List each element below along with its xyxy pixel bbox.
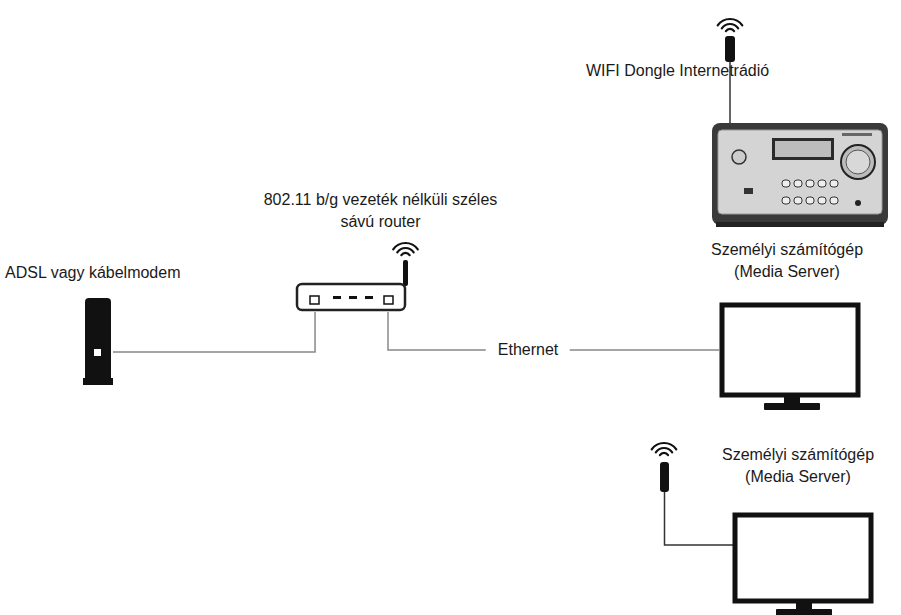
radio-button [806, 197, 814, 204]
radio-button [794, 197, 802, 204]
router-body [297, 284, 405, 310]
cable-connector [113, 312, 315, 352]
dongle-wire [665, 492, 734, 545]
device-label: 802.11 b/g vezeték nélküli széles sávú r… [263, 189, 498, 233]
modem-port [94, 349, 101, 356]
device-node: Személyi számítógép (Media Server) [719, 302, 861, 411]
monitor-base [776, 609, 832, 615]
radio-button [818, 197, 826, 204]
router-antenna [403, 260, 408, 286]
radio-panel [718, 130, 882, 214]
router-port [310, 296, 319, 304]
radio-button [806, 180, 814, 187]
radio-buttons [782, 180, 838, 204]
radio-jack [855, 200, 861, 206]
monitor-base [764, 403, 820, 410]
radio-button [830, 197, 838, 204]
wifi-dongle [660, 462, 669, 492]
wifi-waves [652, 443, 677, 455]
radio-display [775, 141, 831, 157]
device-node: WIFI Dongle Internetrádió [711, 122, 889, 228]
device-label: Személyi számítógép (Media Server) [697, 239, 877, 283]
router-port [384, 296, 393, 304]
wifi-arc [652, 443, 677, 449]
device-node: 802.11 b/g vezeték nélküli széles sávú r… [296, 282, 410, 312]
wifi-arc [660, 453, 668, 455]
router-led [349, 296, 357, 299]
wifi-arc [397, 248, 413, 252]
radio-knob [841, 145, 875, 179]
device-node: ADSL vagy kábelmodem [84, 297, 113, 386]
wifi-arc [393, 243, 418, 249]
modem-base [83, 378, 113, 385]
device-node: Személyi számítógép (Media Server) [732, 512, 874, 615]
radio-knob [846, 150, 870, 174]
modem-body [85, 298, 111, 382]
wifi-arc [722, 24, 738, 28]
radio-slot [744, 188, 753, 194]
monitor-screen [735, 515, 871, 601]
wifi-arc [718, 19, 743, 25]
device-label: Személyi számítógép (Media Server) [708, 444, 888, 488]
radio-button [782, 180, 790, 187]
wifi-arc [726, 29, 734, 31]
monitor-screen [722, 305, 858, 395]
radio-button [782, 197, 790, 204]
wifi-waves [718, 19, 743, 31]
router-led [365, 296, 373, 299]
radio-top-buttons [842, 133, 872, 136]
radio-button [830, 180, 838, 187]
radio-display-frame [772, 138, 834, 160]
wifi-waves [393, 243, 418, 255]
monitor-neck [784, 397, 800, 403]
router-led [333, 296, 341, 299]
monitor-neck [796, 603, 812, 609]
radio-case [712, 123, 888, 225]
device-label: ADSL vagy kábelmodem [5, 262, 225, 284]
radio-button [794, 180, 802, 187]
radio-button [818, 180, 826, 187]
radio-feet [716, 222, 884, 227]
wifi-arc [401, 253, 409, 255]
device-label: WIFI Dongle Internetrádió [586, 60, 866, 82]
radio-knob [732, 150, 746, 164]
wifi-dongle [725, 36, 735, 62]
connector-label: Ethernet [486, 340, 570, 360]
wifi-arc [656, 448, 672, 452]
